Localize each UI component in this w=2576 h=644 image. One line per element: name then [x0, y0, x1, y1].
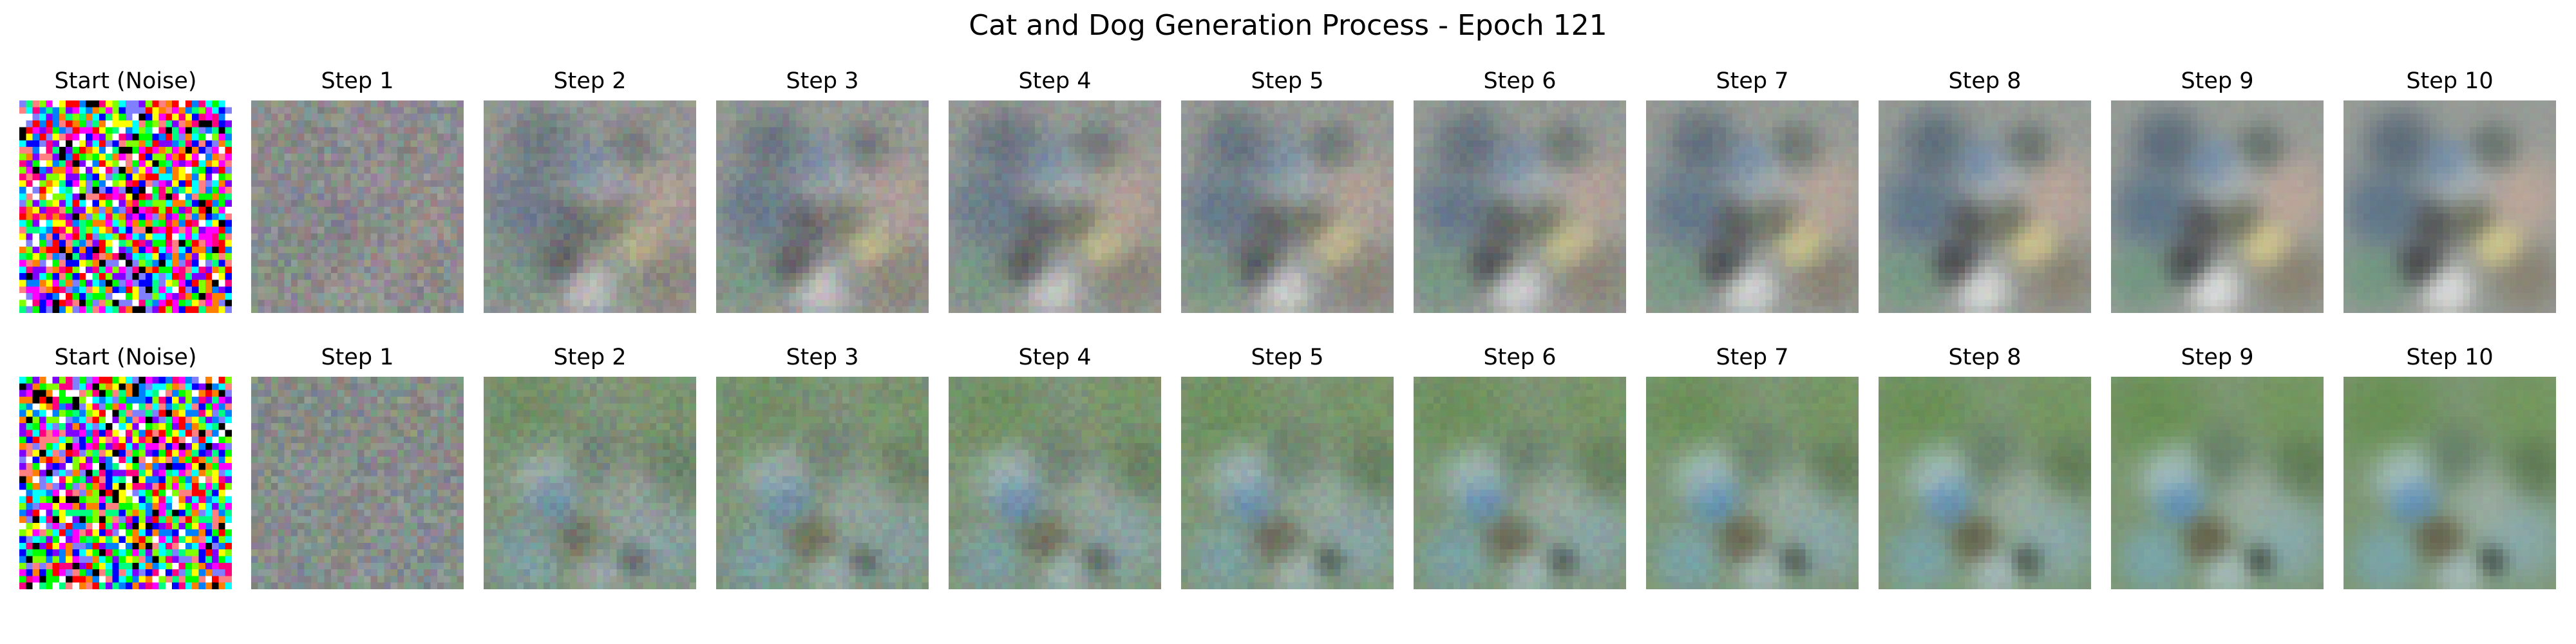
- generated-image: [949, 100, 1161, 313]
- generated-image: [1414, 100, 1626, 313]
- generated-image: [1879, 377, 2091, 589]
- panel-title: Step 5: [1251, 68, 1324, 94]
- generated-image: [484, 377, 696, 589]
- generated-image: [1181, 377, 1394, 589]
- generated-image: [1181, 100, 1394, 313]
- generated-image: [251, 377, 464, 589]
- generated-image: [2344, 100, 2556, 313]
- panel-title: Step 2: [553, 68, 627, 94]
- panel-title: Start (Noise): [54, 345, 197, 370]
- panel-title: Step 2: [553, 345, 627, 370]
- noise-image: [19, 100, 232, 313]
- panel-title: Step 1: [321, 68, 394, 94]
- panel-title: Step 5: [1251, 345, 1324, 370]
- generated-image: [2344, 377, 2556, 589]
- generated-image: [1646, 377, 1859, 589]
- panel-title: Step 10: [2406, 345, 2494, 370]
- panel-title: Step 8: [1948, 68, 2022, 94]
- panel-title: Step 6: [1483, 68, 1557, 94]
- generated-image: [716, 100, 929, 313]
- generated-image: [1646, 100, 1859, 313]
- generated-image: [716, 377, 929, 589]
- panel-title: Step 9: [2181, 345, 2254, 370]
- panel-title: Step 10: [2406, 68, 2494, 94]
- panel-title: Step 9: [2181, 68, 2254, 94]
- panel-title: Step 1: [321, 345, 394, 370]
- generated-image: [2111, 377, 2324, 589]
- generated-image: [2111, 100, 2324, 313]
- panel-title: Step 4: [1018, 345, 1092, 370]
- panel-title: Step 4: [1018, 68, 1092, 94]
- generated-image: [949, 377, 1161, 589]
- panel-title: Step 6: [1483, 345, 1557, 370]
- panel-title: Step 3: [786, 68, 859, 94]
- generated-image: [251, 100, 464, 313]
- generated-image: [1879, 100, 2091, 313]
- noise-image: [19, 377, 232, 589]
- panel-title: Start (Noise): [54, 68, 197, 94]
- panel-title: Step 3: [786, 345, 859, 370]
- panel-title: Step 7: [1716, 345, 1789, 370]
- figure-title: Cat and Dog Generation Process - Epoch 1…: [969, 9, 1607, 42]
- generated-image: [484, 100, 696, 313]
- panel-title: Step 8: [1948, 345, 2022, 370]
- generated-image: [1414, 377, 1626, 589]
- panel-title: Step 7: [1716, 68, 1789, 94]
